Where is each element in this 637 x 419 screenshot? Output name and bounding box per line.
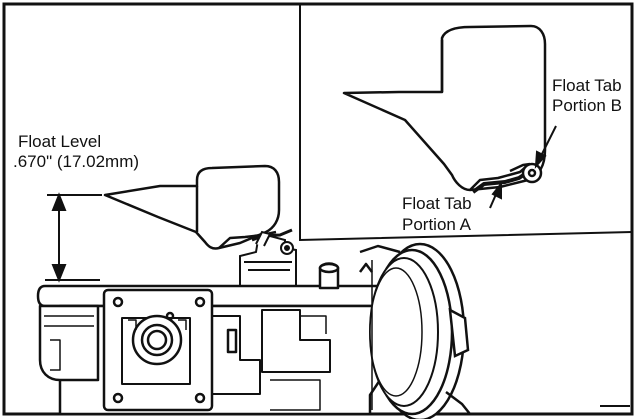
float-level-value: .670" (17.02mm): [13, 152, 140, 171]
tab-a-portion: Portion A: [402, 215, 471, 234]
inset-arrows: [489, 125, 557, 209]
choke-housing: [359, 242, 471, 419]
dimension-float-level: [45, 192, 102, 283]
inset-float-detail: [342, 24, 547, 194]
inset-pivot-inner: [527, 168, 537, 178]
tab-b-portion: Portion B: [552, 96, 622, 115]
left-bowl: [38, 304, 100, 382]
inset-tab-portion-a: [471, 170, 530, 194]
tab-b-label: Float Tab: [552, 76, 622, 95]
float-level-label: Float Level: [18, 132, 102, 151]
main-float-body: [103, 164, 281, 250]
inset-float-body: [342, 24, 547, 192]
carburetor-body: [36, 262, 390, 416]
tab-a-label: Float Tab: [402, 194, 472, 213]
inset-frame: [299, 4, 633, 242]
